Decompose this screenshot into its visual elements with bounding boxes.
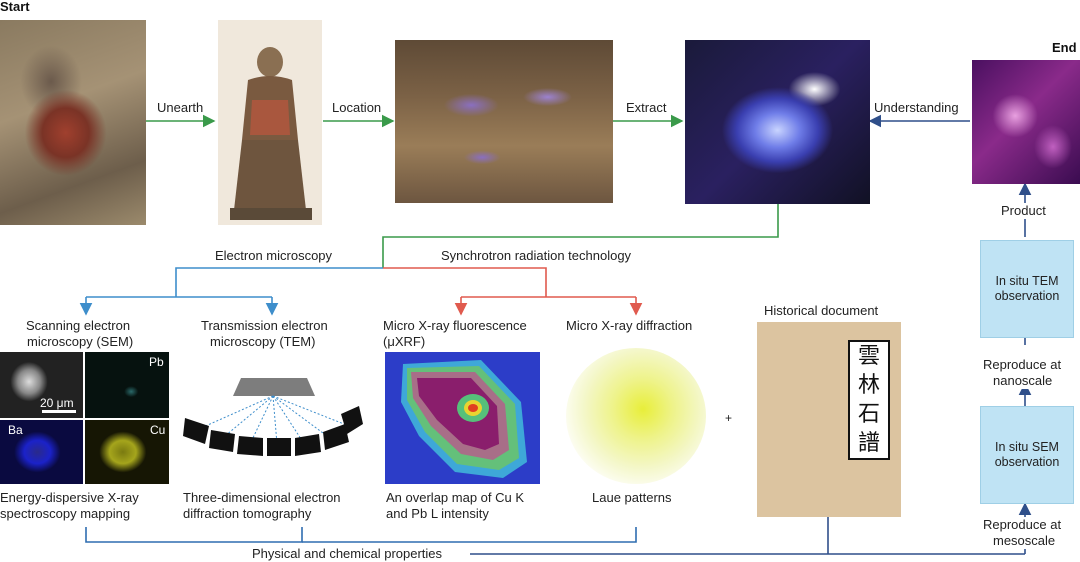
start-label: Start: [0, 0, 30, 14]
warrior-excavation-photo: [0, 20, 146, 225]
laue-pattern: [566, 348, 706, 484]
caption-laue: Laue patterns: [592, 490, 672, 505]
bracket-left: [85, 527, 303, 543]
uxrf-title-line1: Micro X-ray fluorescence: [383, 318, 527, 333]
caption-tomo-line1: Three-dimensional electron: [183, 490, 341, 505]
sem-box-line2: observation: [994, 455, 1060, 469]
purple-pigment-micrograph: [685, 40, 870, 204]
tomography-illustration: [183, 370, 363, 470]
caption-tomo-line2: diffraction tomography: [183, 506, 312, 521]
soil-fragments-photo: [395, 40, 613, 203]
product-micrograph: [972, 60, 1080, 184]
plus-sign: +: [725, 411, 733, 425]
book-char: 雲: [857, 343, 880, 369]
eds-scale-label: 20 μm: [40, 396, 74, 410]
line-electron-branch: [175, 267, 383, 297]
uxrd-title: Micro X-ray diffraction: [566, 318, 693, 333]
bottom-properties-label: Physical and chemical properties: [252, 546, 447, 562]
sem-title-line2: microscopy (SEM): [27, 334, 134, 349]
historical-book: 雲 林 石 譜: [757, 322, 901, 517]
caption-xrf-line1: An overlap map of Cu K: [386, 490, 525, 505]
historical-document-title: Historical document: [764, 303, 879, 318]
book-char: 譜: [857, 430, 880, 456]
end-label: End: [1052, 40, 1077, 55]
sem-box-line1: In situ SEM: [995, 440, 1059, 454]
caption-xrf-line2: and Pb L intensity: [386, 506, 489, 521]
uxrf-title-line2: (μXRF): [383, 334, 426, 349]
flow-label-location: Location: [332, 100, 382, 115]
bracket-right: [302, 527, 637, 543]
eds-panel-sem: [0, 352, 83, 418]
sem-title-line1: Scanning electron: [26, 318, 131, 333]
tem-box-line2: observation: [994, 289, 1060, 303]
line-synchrotron-branch: [383, 267, 547, 297]
right-label-nano-line1: Reproduce at: [983, 357, 1062, 373]
right-label-product: Product: [1001, 203, 1046, 219]
flow-label-extract: Extract: [626, 100, 667, 115]
kneeling-archer-photo: [218, 20, 322, 225]
eds-panel-ba: [0, 420, 83, 484]
caption-eds-line1: Energy-dispersive X-ray: [0, 490, 139, 505]
tem-title-line2: microscopy (TEM): [210, 334, 316, 349]
right-label-meso-line1: Reproduce at: [983, 517, 1062, 533]
branch-synchrotron: Synchrotron radiation technology: [441, 248, 632, 263]
book-char: 林: [857, 372, 880, 398]
eds-label-cu: Cu: [150, 423, 166, 437]
right-label-meso-line2: mesoscale: [993, 533, 1056, 549]
eds-panel-cu: [85, 420, 169, 484]
right-label-nano-line2: nanoscale: [993, 373, 1053, 389]
book-char: 石: [857, 401, 880, 427]
flow-label-unearth: Unearth: [157, 100, 204, 115]
caption-eds-line2: spectroscopy mapping: [0, 506, 131, 521]
eds-panel-pb: [85, 352, 169, 418]
eds-scale-bar: [42, 410, 76, 413]
tem-box-line1: In situ TEM: [995, 274, 1059, 288]
uxrf-intensity-map: [385, 352, 540, 484]
book-title-frame: 雲 林 石 譜: [848, 340, 890, 460]
tem-title-line1: Transmission electron: [201, 318, 328, 333]
eds-label-ba: Ba: [8, 423, 23, 437]
line-extract-to-branches: [382, 204, 779, 268]
eds-label-pb: Pb: [149, 355, 164, 369]
flow-label-understanding: Understanding: [874, 100, 959, 115]
branch-electron-microscopy: Electron microscopy: [215, 248, 333, 263]
